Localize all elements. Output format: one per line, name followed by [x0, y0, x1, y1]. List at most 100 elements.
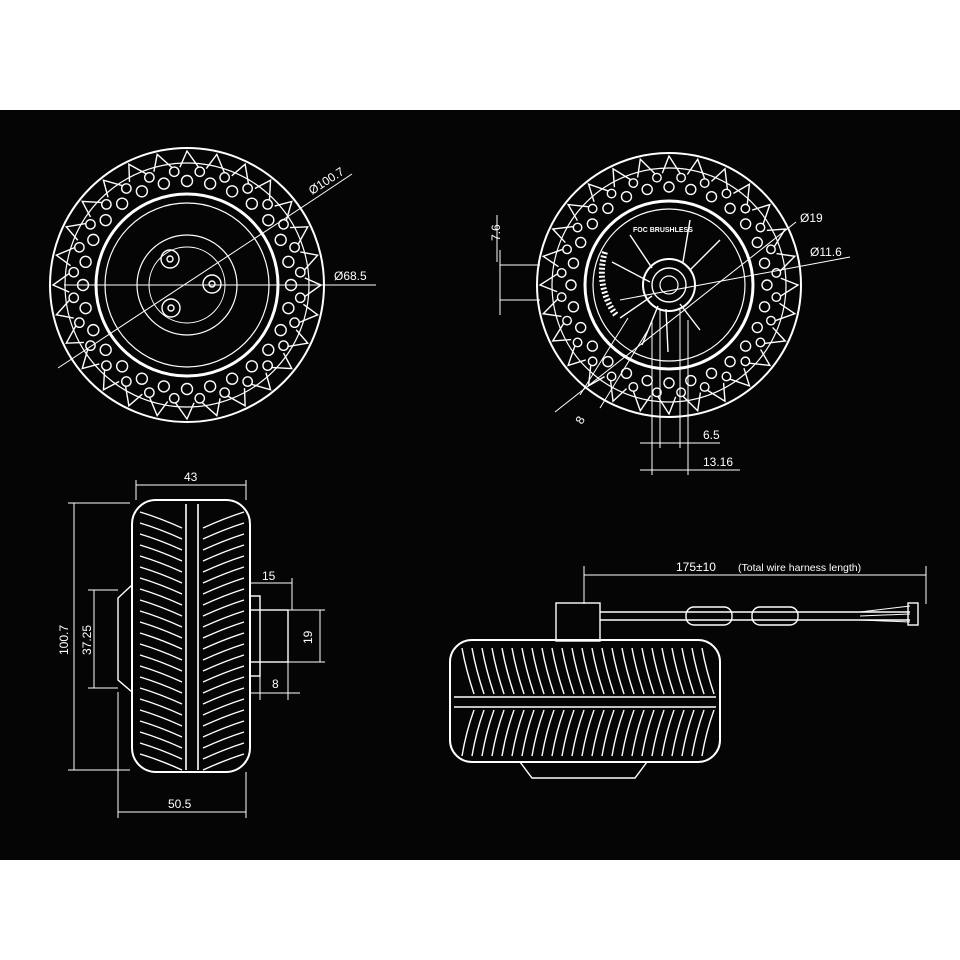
cable-tread-line-top	[621, 647, 635, 695]
tread-hole	[586, 218, 599, 230]
cable-tread-line-bottom	[621, 709, 635, 757]
cable-tread-line-bottom	[631, 709, 645, 757]
tread-hole-outer	[294, 292, 306, 304]
tread-hole	[245, 360, 259, 373]
side-tread-line-right	[202, 687, 245, 705]
side-view	[68, 480, 325, 818]
cable-tread-line-top	[531, 647, 545, 695]
tread-hole	[262, 213, 275, 227]
cable-tread-line-top	[561, 647, 575, 695]
tread-hole-outer	[68, 292, 80, 304]
tread-hole	[739, 340, 752, 352]
front-bolt-1-center	[166, 255, 174, 263]
cable-tire-body	[449, 639, 721, 763]
tread-hole-outer	[289, 241, 300, 253]
tread-hole-outer	[85, 340, 96, 352]
cable-tread-line-bottom	[531, 709, 545, 757]
side-tread-line-left	[139, 566, 183, 584]
tread-chevron	[609, 380, 628, 403]
side-tread-line-left	[139, 676, 183, 694]
tread-hole	[225, 372, 239, 385]
side-tread-line-right	[202, 731, 245, 749]
cable-tread-line-bottom	[651, 709, 665, 757]
tread-hole-outer	[699, 381, 710, 392]
side-tread-line-left	[139, 731, 183, 749]
tread-hole	[620, 191, 633, 203]
tread-hole	[282, 301, 295, 315]
tread-hole-outer	[120, 376, 132, 387]
tread-chevron	[148, 396, 169, 418]
cable-tread-line-top	[691, 647, 705, 695]
side-shaft-diameter-label: 19	[301, 630, 315, 644]
tread-hole-outer	[676, 172, 687, 183]
tread-hole	[575, 236, 587, 249]
cable-tread-line-top	[511, 647, 525, 695]
tread-hole-outer	[242, 183, 254, 194]
side-overall-width-label: 50.5	[168, 797, 192, 811]
side-tread-line-left	[139, 522, 183, 540]
tread-chevron	[632, 390, 652, 413]
tread-hole-outer	[572, 337, 583, 348]
side-tread-line-right	[202, 522, 245, 540]
front-bolt-3-center	[167, 304, 175, 312]
tread-hole	[567, 301, 580, 313]
cable-tread-line-top	[471, 647, 485, 695]
side-tread-line-left	[139, 665, 183, 683]
side-tread-line-left	[139, 632, 183, 650]
side-tread-line-left	[139, 753, 183, 771]
tread-chevron	[124, 385, 143, 408]
side-tread-line-left	[139, 577, 183, 595]
tread-hole	[115, 360, 129, 373]
tread-chevron	[682, 392, 702, 413]
tread-chevron	[231, 162, 250, 185]
tread-hole	[203, 177, 217, 190]
tread-hole	[203, 380, 217, 393]
cable-tread-line-top	[651, 647, 665, 695]
tread-chevron	[287, 329, 310, 348]
cable-tread-line-top	[571, 647, 585, 695]
tread-hole-outer	[294, 266, 306, 278]
rear-shaft	[659, 275, 679, 295]
tread-hole	[567, 257, 580, 269]
tread-hole-outer	[289, 317, 300, 329]
tread-hole	[724, 355, 736, 368]
tread-chevron	[274, 200, 293, 222]
cable-connector-block	[555, 602, 601, 642]
front-tread-pattern	[51, 149, 323, 421]
tread-chevron	[226, 388, 246, 407]
cable-tread-line-top	[631, 647, 645, 695]
rear-logo-text: FOC BRUSHLESS	[633, 227, 693, 234]
tread-hole-outer	[740, 203, 751, 214]
side-tread-line-left	[139, 555, 183, 573]
tread-hole	[602, 202, 614, 215]
cable-sleeve-1	[685, 606, 733, 626]
tread-hole-outer	[101, 360, 112, 371]
cable-view	[449, 566, 927, 779]
tread-hole	[663, 181, 675, 193]
rear-bore-diameter-line	[619, 256, 851, 301]
tread-hole	[262, 343, 275, 357]
tread-hole	[641, 183, 653, 196]
tread-hole	[586, 340, 599, 352]
cable-tread-line-bottom	[501, 709, 515, 757]
side-tread-line-right	[202, 709, 245, 727]
tread-hole-outer	[587, 203, 598, 214]
tread-hole-outer	[74, 317, 85, 329]
tread-hole-outer	[219, 172, 231, 183]
side-tread-line-right	[202, 665, 245, 683]
cable-tread-line-bottom	[521, 709, 535, 757]
tread-chevron	[657, 396, 677, 416]
side-tread-line-right	[202, 555, 245, 573]
cable-tread-line-bottom	[581, 709, 595, 757]
tread-chevron	[566, 203, 589, 221]
cable-length-note: (Total wire harness length)	[738, 562, 861, 574]
tread-chevron	[764, 326, 787, 345]
tread-hole-outer	[572, 222, 583, 233]
cable-connector-end	[907, 602, 919, 626]
side-tread-line-right	[202, 753, 245, 771]
tread-hole	[685, 374, 697, 387]
rear-hub-diameter-label: Ø19	[800, 211, 823, 225]
side-tread-line-right	[202, 643, 245, 661]
tread-chevron	[752, 203, 771, 225]
tread-chevron	[290, 226, 309, 246]
